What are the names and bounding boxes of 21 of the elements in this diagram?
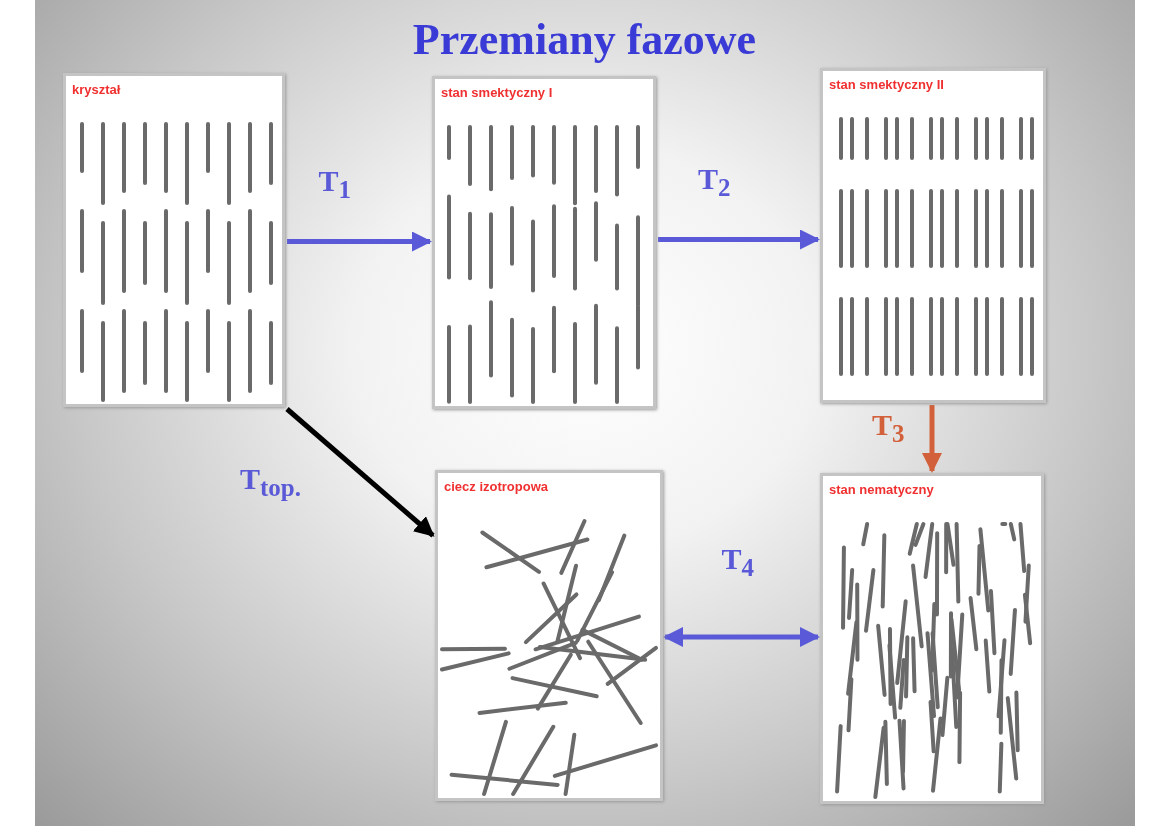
arrow xyxy=(663,627,820,647)
edge-label: T$_{top.}$ xyxy=(240,462,301,503)
edge-label: T$_{2}$ xyxy=(698,161,731,202)
phase-panel xyxy=(63,73,285,407)
edge-label: T$_{3}$ xyxy=(872,408,905,448)
phase-label: kryształ xyxy=(72,82,121,97)
phase-label: stan smektyczny I xyxy=(441,85,553,100)
phase-panel xyxy=(820,473,1044,804)
phase-label: ciecz izotropowa xyxy=(444,479,549,494)
phase-panel xyxy=(820,68,1046,403)
arrow xyxy=(658,229,820,250)
arrow xyxy=(287,231,432,252)
phase-panel xyxy=(435,470,663,801)
edge-label: T$_{1}$ xyxy=(318,163,351,204)
edge-label: T$_{4}$ xyxy=(721,542,754,582)
arrow xyxy=(285,407,435,538)
phase-label: stan smektyczny II xyxy=(829,77,944,92)
arrow xyxy=(922,405,942,473)
title: Przemiany fazowe xyxy=(411,14,758,65)
phase-panel xyxy=(432,76,656,409)
phase-label: stan nematyczny xyxy=(829,482,934,497)
